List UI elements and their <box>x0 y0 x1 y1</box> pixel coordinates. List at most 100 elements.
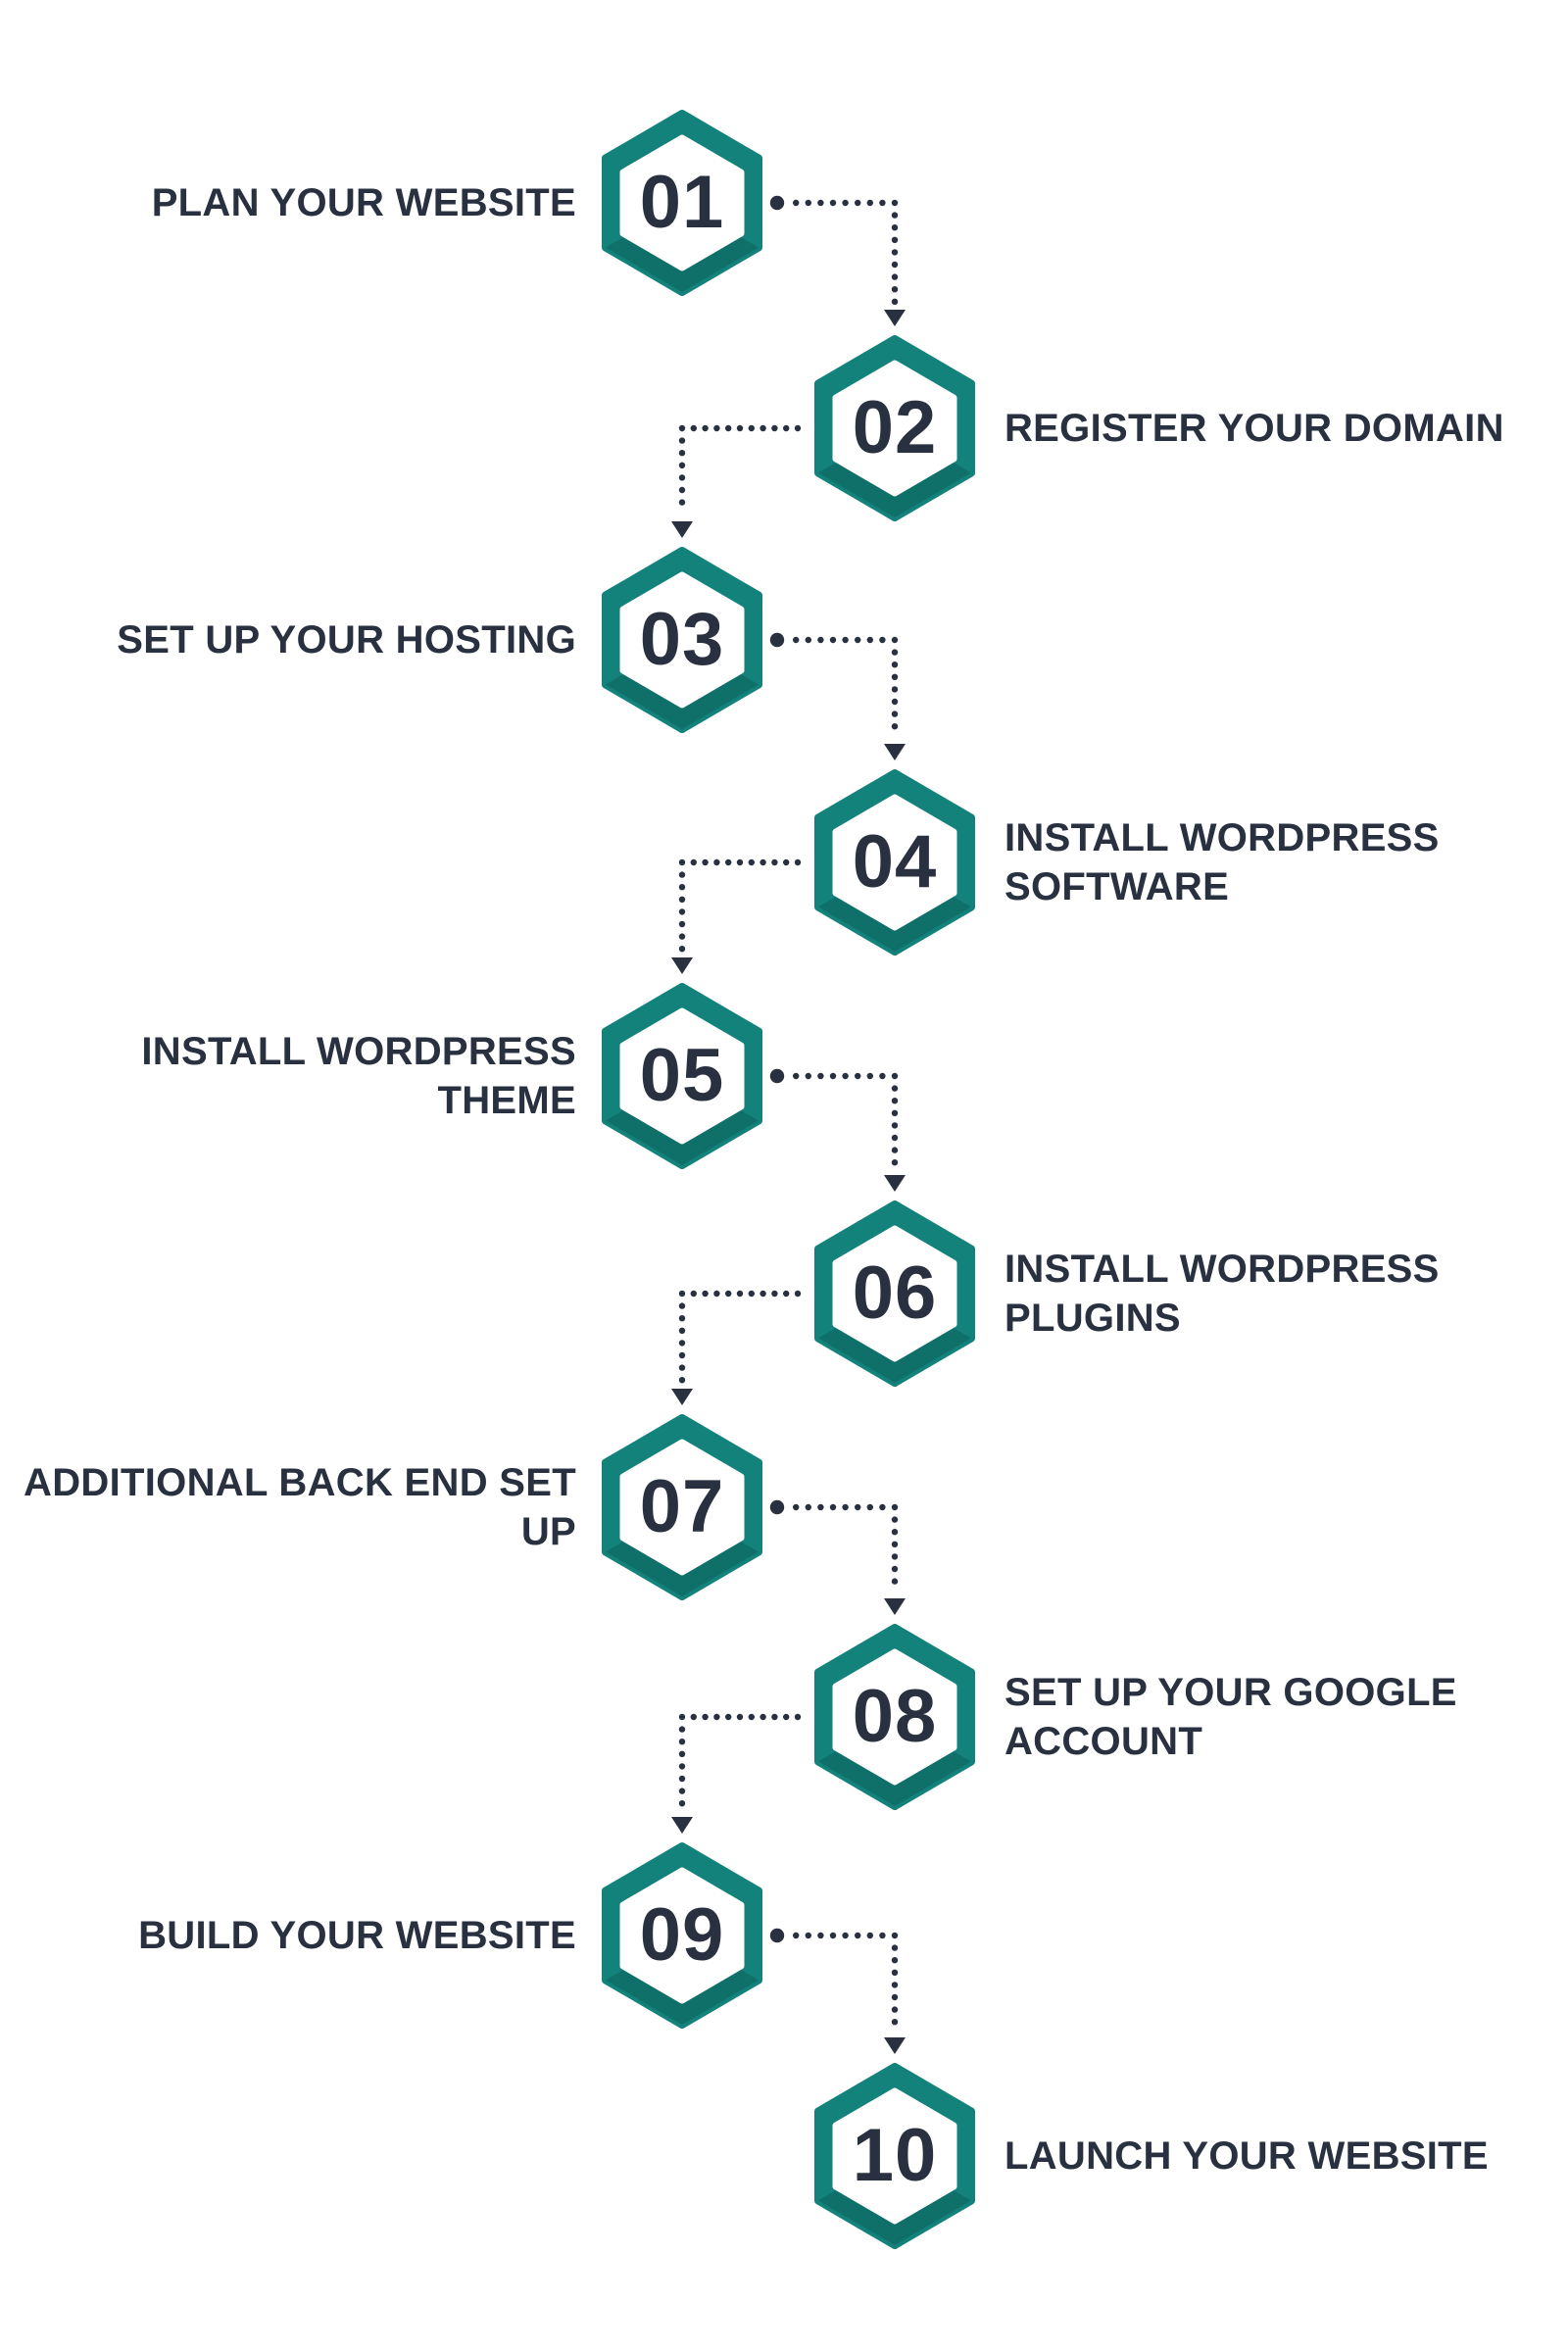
hexagon-shape <box>814 769 975 956</box>
arrowhead-down-icon <box>671 957 693 974</box>
step-01-label-line: PLAN YOUR WEBSITE <box>151 181 576 224</box>
connector-dot <box>891 1982 899 1988</box>
connector-dot <box>748 1290 755 1298</box>
connector-dot <box>891 662 899 668</box>
connector-dot <box>891 1085 899 1092</box>
connector-dot <box>805 1072 811 1080</box>
step-07-label-line: ADDITIONAL BACK END SET <box>24 1461 576 1504</box>
connector-dot <box>891 1944 899 1951</box>
connector-dot <box>702 424 709 432</box>
connector-dot <box>736 1713 744 1721</box>
connector-dot <box>805 1932 811 1939</box>
connector-dot <box>678 437 686 444</box>
connector-dot <box>866 1932 873 1939</box>
connector-dot <box>891 298 899 305</box>
connector-dot <box>678 920 686 928</box>
step-04-label-line: INSTALL WORDPRESS <box>1004 816 1440 859</box>
connector-dot <box>678 858 686 866</box>
connector-dot <box>678 1290 686 1298</box>
step-05-label-line: THEME <box>437 1079 576 1122</box>
connector-dot <box>678 1726 686 1733</box>
connector-dot <box>771 1290 778 1298</box>
connector-dot <box>891 710 899 717</box>
connector-dot <box>817 199 824 207</box>
arrowhead-down-icon <box>671 521 693 538</box>
connector-05-to-06 <box>769 1068 906 1192</box>
connector-dot <box>760 1713 766 1721</box>
connector-dot <box>702 858 709 866</box>
step-03-label-line: SET UP YOUR HOSTING <box>117 618 576 662</box>
connector-dot <box>678 462 686 468</box>
connector-09-to-10 <box>769 1928 906 2054</box>
connector-dot <box>891 1134 899 1142</box>
step-08-hexagon: 08 <box>811 1624 978 1810</box>
connector-dot <box>793 1932 800 1939</box>
connector-dot <box>690 424 697 432</box>
connector-dot <box>725 858 732 866</box>
connector-dot <box>829 1503 837 1511</box>
step-07-number: 07 <box>639 1464 725 1548</box>
connector-dot <box>678 499 686 506</box>
connector-dot <box>891 1957 899 1964</box>
connector-dot <box>855 1072 861 1080</box>
connector-dot <box>829 1932 837 1939</box>
connector-dot <box>783 1713 790 1721</box>
connector-dot <box>891 1578 899 1585</box>
step-01-number: 01 <box>639 160 725 244</box>
arrowhead-down-icon <box>884 2037 906 2054</box>
connector-dot <box>891 1122 899 1129</box>
connector-dot <box>891 1969 899 1977</box>
hexagon-inner-shadow <box>818 1328 971 1383</box>
arrowhead-down-icon <box>884 310 906 326</box>
connector-dot <box>842 1503 849 1511</box>
step-09-hexagon: 09 <box>599 1842 765 2029</box>
connector-dot <box>678 1364 686 1371</box>
connector-dot <box>879 199 886 207</box>
connector-08-to-09 <box>671 1713 802 1834</box>
connector-dot <box>805 636 811 644</box>
connector-dot <box>829 1072 837 1080</box>
connector-dot <box>678 1775 686 1783</box>
connector-dot <box>805 199 811 207</box>
connector-dot <box>891 723 899 730</box>
connector-dot <box>771 858 778 866</box>
connector-dot <box>678 1340 686 1347</box>
step-08-number: 08 <box>852 1674 938 1758</box>
connector-dot <box>736 424 744 432</box>
connector-03-to-04 <box>769 632 906 760</box>
connector-dot <box>678 1327 686 1335</box>
hexagon-inner-shadow <box>606 1110 759 1165</box>
step-07-hexagon: 07 <box>599 1414 765 1600</box>
connector-dot <box>866 199 873 207</box>
connector-dot <box>736 858 744 866</box>
connector-dot <box>678 450 686 457</box>
connector-dot <box>817 1503 824 1511</box>
connector-dot <box>702 1290 709 1298</box>
connector-dot <box>793 1503 800 1511</box>
connector-dot <box>713 1713 720 1721</box>
connector-dot <box>678 1713 686 1721</box>
step-10-label-line: LAUNCH YOUR WEBSITE <box>1004 2134 1489 2178</box>
connector-start-dot <box>769 632 785 648</box>
connector-dot <box>891 224 899 231</box>
connector-dot <box>771 1713 778 1721</box>
connector-dot <box>817 636 824 644</box>
connector-dot <box>817 1932 824 1939</box>
hexagon-inner-shadow <box>606 1970 759 2025</box>
connector-dot <box>678 424 686 432</box>
step-06-label-line: INSTALL WORDPRESS <box>1004 1248 1440 1291</box>
step-02-number: 02 <box>852 385 938 469</box>
hexagon-inner-shadow <box>606 237 759 292</box>
arrowhead-down-icon <box>884 744 906 760</box>
connector-dot <box>891 1932 899 1939</box>
connector-dot <box>842 199 849 207</box>
step-08-label-line: SET UP YOUR GOOGLE <box>1004 1671 1457 1714</box>
hexagon-inner-shadow <box>606 1542 759 1596</box>
connector-dot <box>678 933 686 940</box>
connector-dot <box>891 1503 899 1511</box>
connector-dot <box>855 199 861 207</box>
connector-dot <box>817 1072 824 1080</box>
